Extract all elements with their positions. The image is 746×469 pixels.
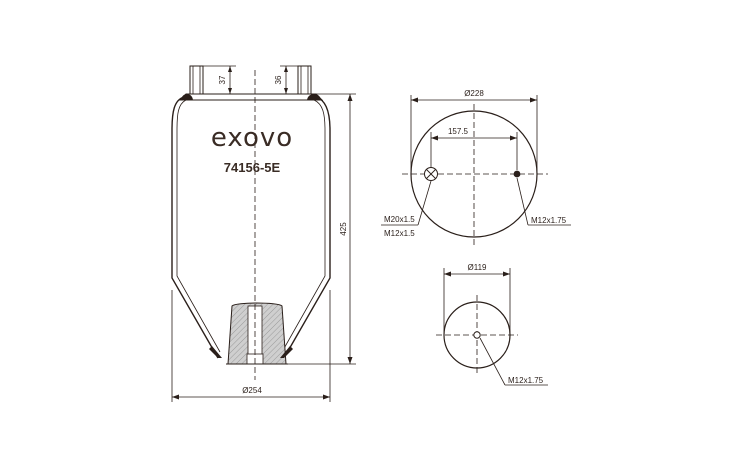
bottom-diameter-dimension: Ø119 <box>443 263 511 333</box>
bellow-inner <box>176 99 326 353</box>
brand-logo: exovo <box>211 123 293 153</box>
bottom-bead-right <box>280 346 293 358</box>
offset-dimension: 157.5 <box>430 127 518 170</box>
height-label: 425 <box>339 222 348 236</box>
port-label-m20: M20x1.5 <box>384 215 415 224</box>
top-bead-right <box>307 94 321 100</box>
top-plate <box>178 93 324 101</box>
base-diameter-label: Ø254 <box>242 386 262 395</box>
bottom-thread-label: M12x1.75 <box>508 376 544 385</box>
port-label-m12: M12x1.5 <box>384 229 415 238</box>
stud-label-m12: M12x1.75 <box>531 216 567 225</box>
top-bead <box>181 94 193 100</box>
top-diameter-label: Ø228 <box>464 89 484 98</box>
stud-left-dimension: 37 <box>203 65 236 94</box>
side-view: exovo 74156-5E 425 Ø254 37 <box>171 65 356 402</box>
stud-right-dimension: 36 <box>274 65 298 94</box>
top-diameter-dimension: Ø228 <box>410 89 538 172</box>
stud-right-label: 36 <box>274 75 283 84</box>
base-diameter-dimension: Ø254 <box>171 290 331 402</box>
height-dimension: 425 <box>288 93 356 365</box>
bottom-diameter-label: Ø119 <box>468 263 488 272</box>
top-stud-right <box>297 65 312 95</box>
top-view: Ø228 157.5 M20x1.5 M12x1.5 M12x1.75 <box>381 89 571 246</box>
offset-label: 157.5 <box>448 127 469 136</box>
bottom-view: Ø119 M12x1.75 <box>436 263 548 386</box>
part-number: 74156-5E <box>224 160 281 175</box>
top-stud-left <box>189 65 204 95</box>
stud-hole-icon <box>513 170 521 178</box>
stud-left-label: 37 <box>218 75 227 84</box>
bottom-bead-left <box>209 346 222 358</box>
thread-hole-icon <box>473 331 481 339</box>
